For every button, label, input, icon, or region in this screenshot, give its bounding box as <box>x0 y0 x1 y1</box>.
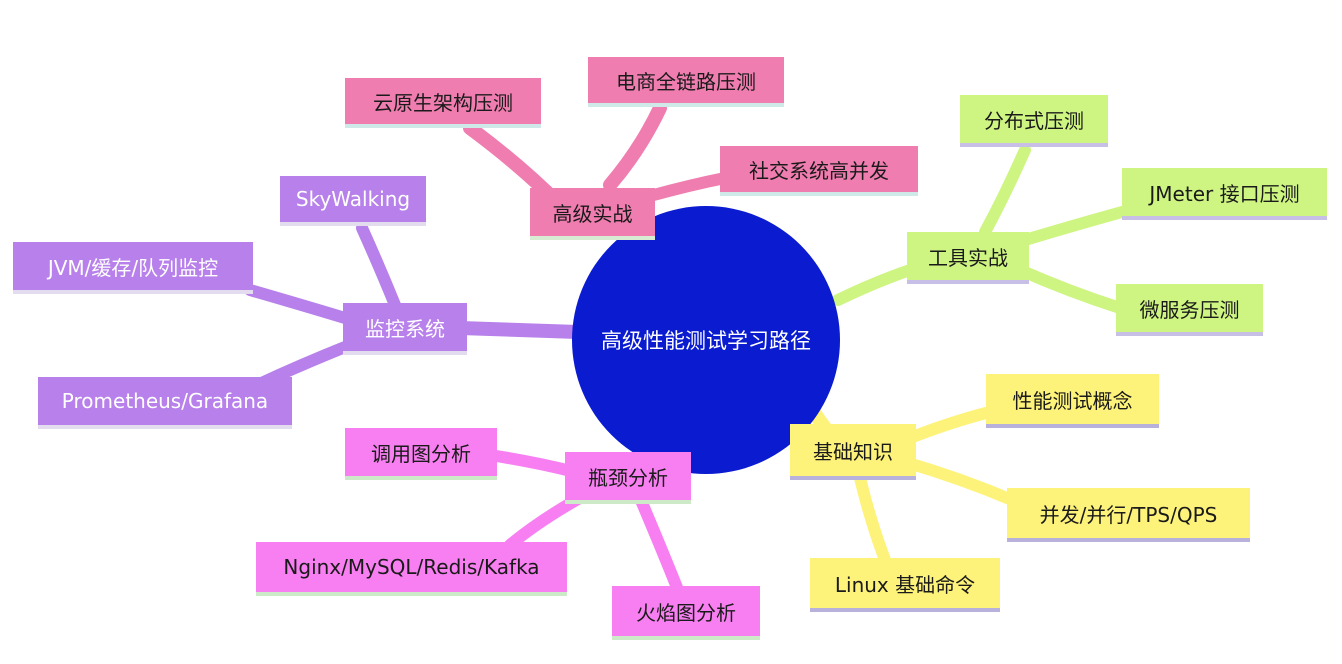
center-topic-label: 高级性能测试学习路径 <box>601 329 811 353</box>
leaf-label: SkyWalking <box>295 187 411 211</box>
link-monitor-skywalking <box>356 222 401 311</box>
link-advanced-social <box>644 172 731 202</box>
leaf-cloud-native-load-test: 云原生架构压测 <box>345 78 541 128</box>
link-monitor-hub <box>453 321 585 339</box>
leaf-label: 火焰图分析 <box>636 600 736 625</box>
leaf-label: Nginx/MySQL/Redis/Kafka <box>283 555 540 579</box>
leaf-ecommerce-full-link-test: 电商全链路压测 <box>588 57 784 107</box>
leaf-label: 微服务压测 <box>1139 297 1240 322</box>
branch-advanced: 高级实战 <box>530 188 655 240</box>
leaf-label: Prometheus/Grafana <box>61 389 269 413</box>
link-tools-distributed <box>979 144 1031 238</box>
leaf-label: 性能测试概念 <box>1012 388 1133 413</box>
leaf-label: 分布式压测 <box>984 108 1084 133</box>
leaf-label: 电商全链路压测 <box>616 69 756 94</box>
link-advanced-ecommerce <box>603 101 667 192</box>
leaf-label: JMeter 接口压测 <box>1149 181 1300 206</box>
leaf-microservice-load-test: 微服务压测 <box>1116 284 1263 336</box>
link-basics-linux <box>854 472 891 566</box>
branch-tools: 工具实战 <box>907 232 1029 284</box>
branch-monitor: 监控系统 <box>343 303 467 355</box>
branch-basics: 基础知识 <box>790 424 916 480</box>
leaf-linux-basic-commands: Linux 基础命令 <box>810 558 1000 612</box>
branch-advanced-label: 高级实战 <box>552 201 633 226</box>
leaf-label: 社交系统高并发 <box>749 158 889 183</box>
leaf-flame-graph-analysis: 火焰图分析 <box>612 586 760 640</box>
link-bottleneck-flame <box>634 492 684 596</box>
leaf-label: 调用图分析 <box>371 441 471 466</box>
branch-basics-label: 基础知识 <box>813 439 893 464</box>
leaf-distributed-load-test: 分布式压测 <box>960 95 1108 147</box>
leaf-label: 并发/并行/TPS/QPS <box>1039 502 1218 527</box>
leaf-jmeter-api-test: JMeter 接口压测 <box>1122 168 1327 220</box>
link-basics-concurrency <box>899 456 1018 506</box>
link-monitor-jvm <box>244 284 351 324</box>
branch-bottleneck-label: 瓶颈分析 <box>588 465 668 490</box>
leaf-performance-test-concepts: 性能测试概念 <box>986 374 1159 428</box>
leaf-label: JVM/缓存/队列监控 <box>47 255 219 280</box>
leaf-jvm-cache-queue-monitor: JVM/缓存/队列监控 <box>13 242 253 294</box>
branch-tools-label: 工具实战 <box>928 245 1008 270</box>
link-tools-jmeter <box>1019 206 1128 246</box>
link-tools-microservice <box>1014 264 1126 314</box>
link-bottleneck-callgraph <box>484 449 581 478</box>
leaf-prometheus-grafana: Prometheus/Grafana <box>38 377 292 429</box>
leaf-call-graph-analysis: 调用图分析 <box>345 428 497 480</box>
leaf-concurrency-tps-qps: 并发/并行/TPS/QPS <box>1007 488 1250 542</box>
link-tools-hub <box>832 264 916 306</box>
leaf-social-high-concurrency: 社交系统高并发 <box>720 146 918 196</box>
branch-monitor-label: 监控系统 <box>365 316 445 341</box>
leaf-label: Linux 基础命令 <box>834 572 976 597</box>
branch-bottleneck: 瓶颈分析 <box>565 452 691 504</box>
leaf-middleware-analysis: Nginx/MySQL/Redis/Kafka <box>256 542 567 596</box>
link-basics-concepts <box>899 406 996 446</box>
leaf-label: 云原生架构压测 <box>373 90 513 115</box>
leaf-skywalking: SkyWalking <box>280 176 426 226</box>
